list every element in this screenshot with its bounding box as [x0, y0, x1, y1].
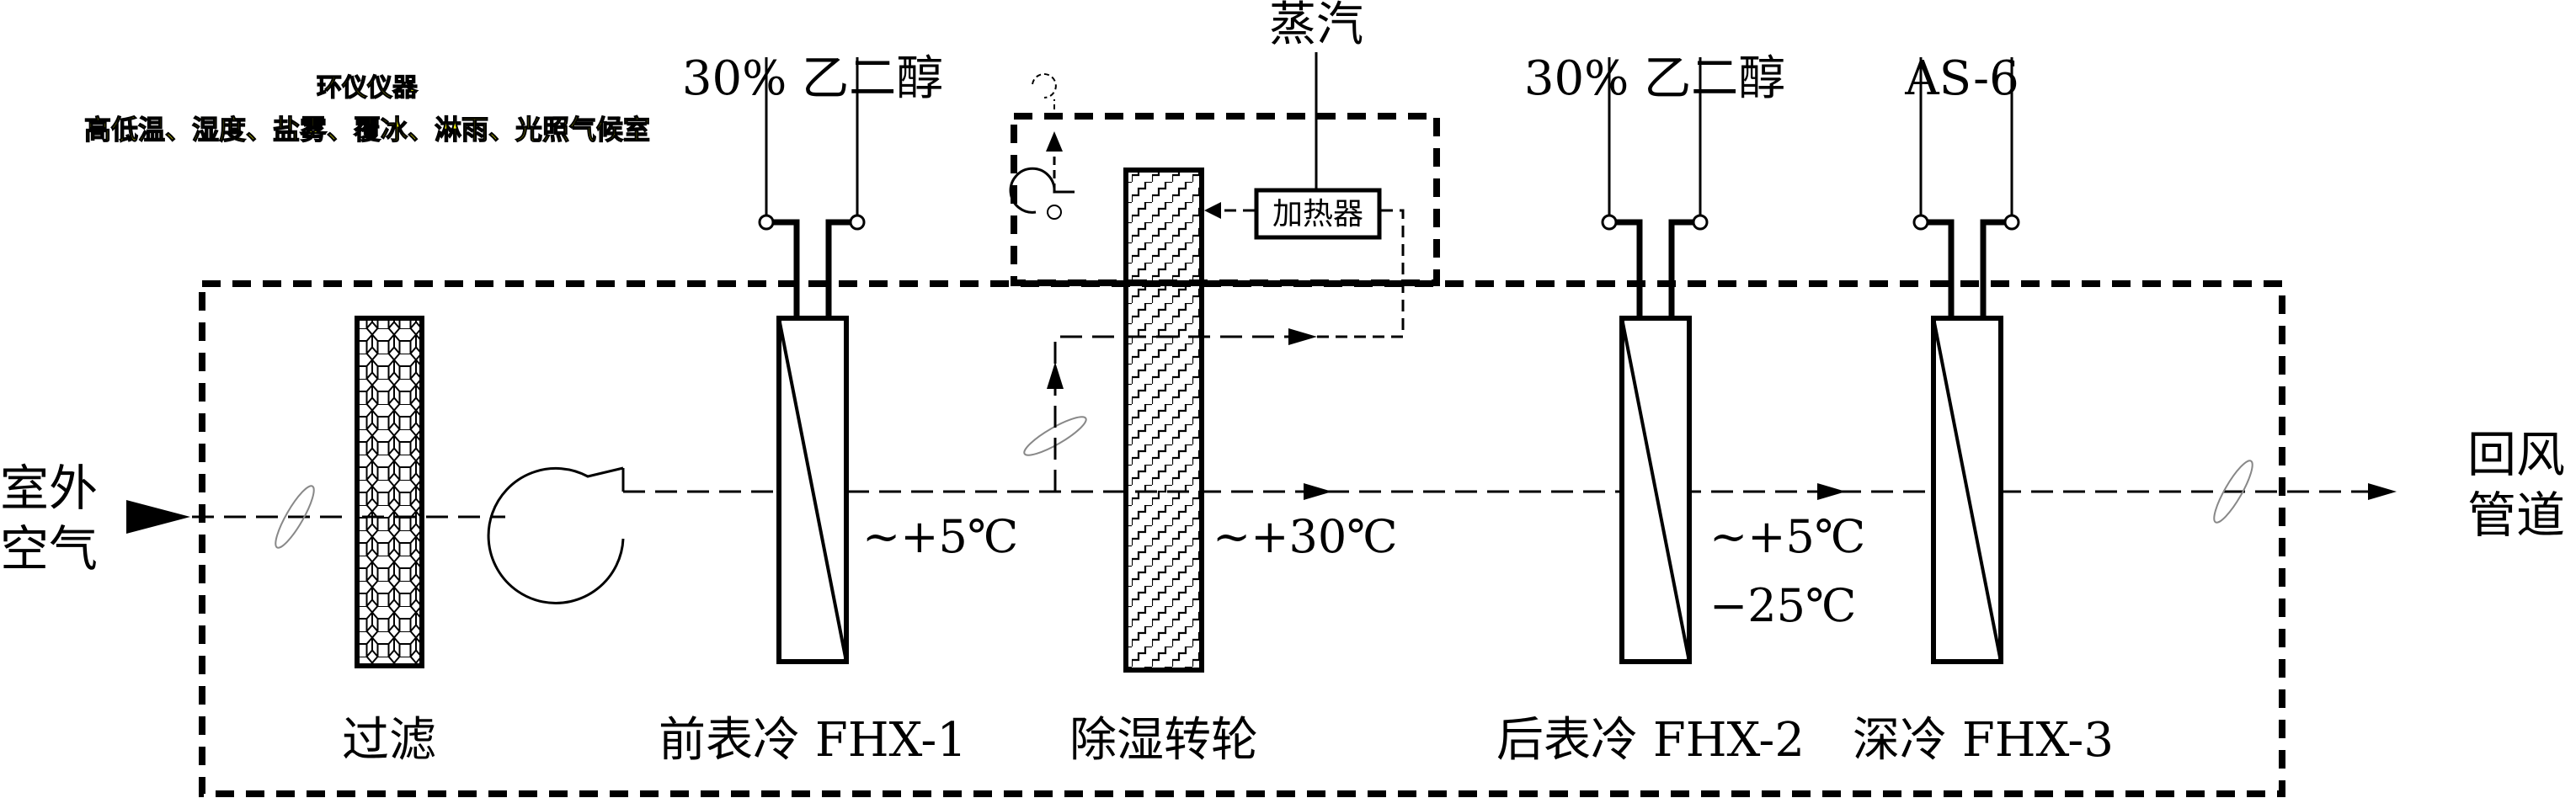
coolant-label-3: AS-6 [1904, 51, 2019, 106]
wheel-label: 除湿转轮 [1069, 713, 1258, 768]
coolant-pipes-fhx2 [1601, 57, 1709, 318]
inlet-arrow [126, 500, 190, 534]
fhx2-label: 后表冷 FHX-2 [1496, 713, 1805, 768]
outlet-label-1: 回风 [2467, 426, 2565, 483]
flow-arrow-1 [1304, 483, 1332, 500]
fhx-1 [776, 316, 849, 664]
damper-outlet [2213, 460, 2253, 524]
heater-box [1254, 188, 1382, 240]
filter [355, 316, 424, 668]
damper-inlet [275, 485, 315, 549]
inlet-label-2: 空气 [0, 520, 98, 577]
coolant-pipes-fhx3 [1912, 57, 2020, 318]
temp-after-fhx1: ~+5℃ [862, 510, 1018, 563]
outlet-arrow [2368, 483, 2397, 500]
damper-bypass [1023, 416, 1087, 456]
heater-label: 加热器 [1272, 197, 1363, 231]
regen-fan [1009, 73, 1075, 220]
watermark-line2: 高低温、湿度、盐雾、覆冰、淋雨、光照气候室 [84, 114, 650, 146]
inlet-label-1: 室外 [0, 460, 98, 517]
temp-after-wheel: ~+30℃ [1213, 510, 1398, 563]
coolant-label-2: 30% 乙二醇 [1524, 51, 1785, 106]
regeneration-enclosure [1011, 113, 1440, 286]
flow-arrow-2 [1817, 483, 1846, 500]
filter-label: 过滤 [342, 713, 436, 768]
fhx-3 [1931, 316, 2003, 664]
regeneration-air-path [1047, 202, 1405, 492]
main-fan [487, 466, 625, 604]
watermark: 环仪仪器 高低温、湿度、盐雾、覆冰、淋雨、光照气候室 [83, 72, 650, 146]
coolant-label-1: 30% 乙二醇 [682, 51, 943, 106]
fhx-2 [1619, 316, 1692, 664]
desiccant-wheel [1123, 168, 1204, 673]
fhx1-label: 前表冷 FHX-1 [659, 713, 967, 768]
coolant-pipes-fhx1 [758, 57, 866, 318]
temp-after-fhx2-b: −25℃ [1709, 579, 1856, 632]
fhx3-label: 深冷 FHX-3 [1853, 713, 2114, 768]
temp-after-fhx2-a: ~+5℃ [1709, 510, 1865, 563]
air-handler-enclosure [199, 280, 2285, 797]
outlet-label-2: 管道 [2467, 487, 2565, 544]
steam-label: 蒸汽 [1269, 0, 1363, 52]
watermark-line1: 环仪仪器 [317, 73, 419, 103]
